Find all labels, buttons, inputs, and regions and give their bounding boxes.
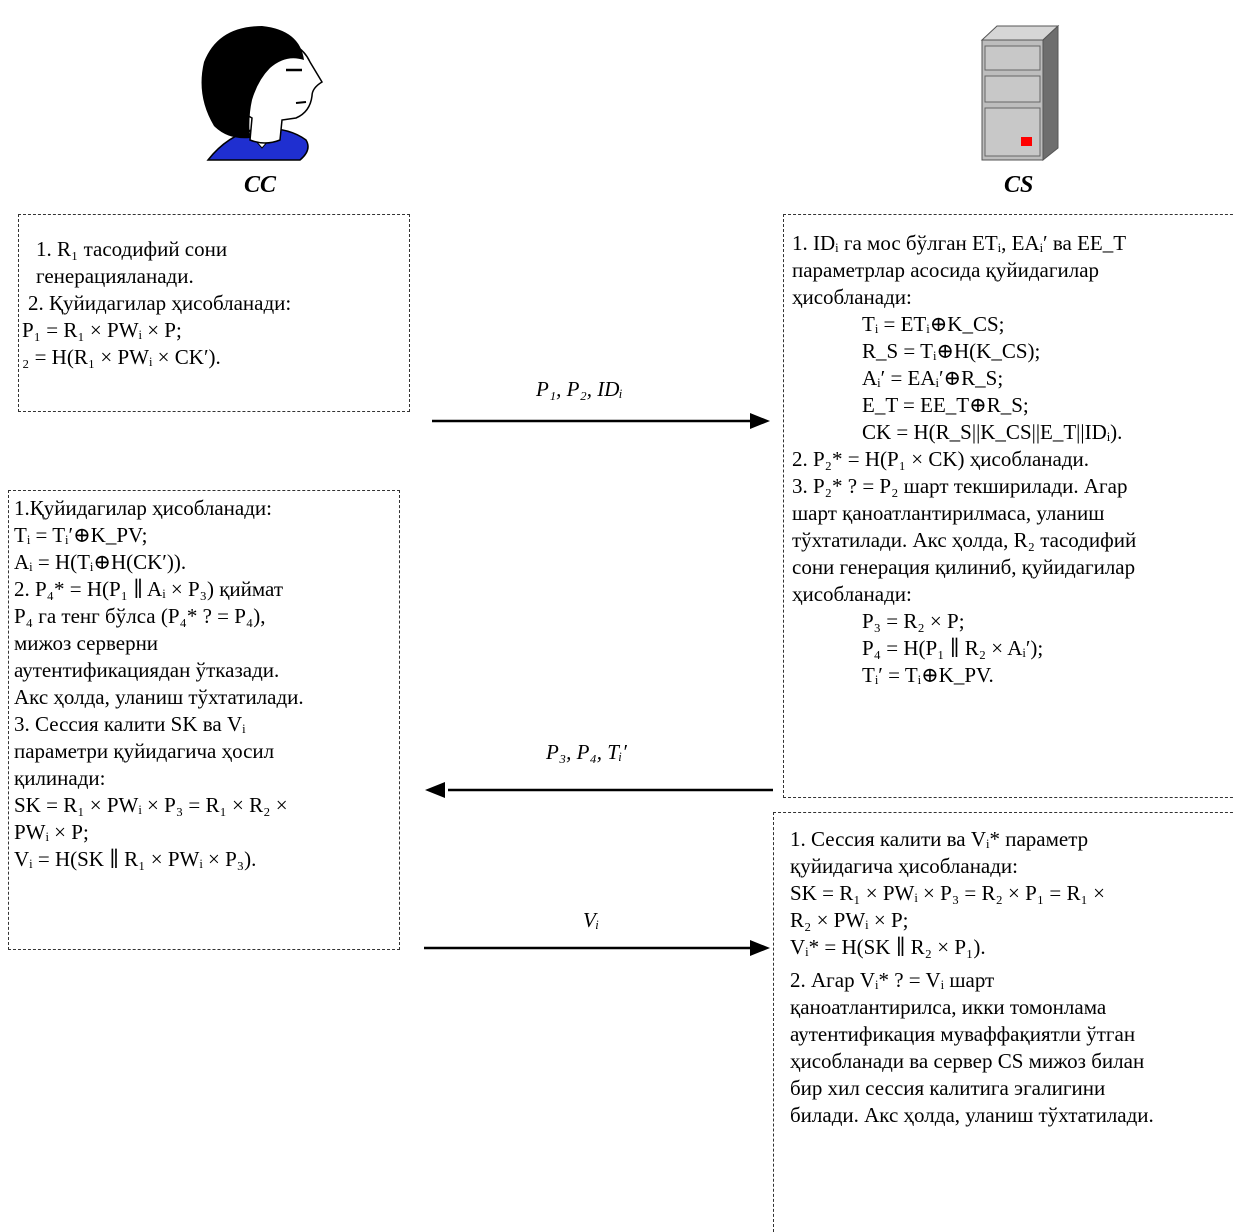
- text-line: 1. IDᵢ га мос бўлган ETᵢ, EAᵢ′ ва EE_T: [792, 231, 1127, 255]
- text-line: қаноатлантирилса, икки томонлама: [790, 995, 1107, 1019]
- text-line: Tᵢ = ETᵢ⊕K_CS;: [862, 312, 1005, 336]
- text-line: Акс ҳолда, уланиш тўхтатилади.: [14, 685, 304, 709]
- text-line: билади. Акс ҳолда, уланиш тўхтатилади.: [790, 1103, 1154, 1127]
- text-line: параметри қуйидагича ҳосил: [14, 739, 275, 763]
- text-line: SK = R₁ × PWᵢ × P₃ = R₁ × R₂ ×: [14, 793, 288, 817]
- client-step1-text: 1. R₁ тасодифий сони генерацияланади. 2.…: [22, 236, 291, 371]
- text-line: 3. Сессия калити SK ва Vᵢ: [14, 712, 246, 736]
- text-line: Vᵢ* = H(SK ∥ R₂ × P₁).: [790, 935, 986, 959]
- text-line: шарт қаноатлантирилмаса, уланиш: [792, 501, 1105, 525]
- text-line: 1. Сессия калити ва Vᵢ* параметр: [790, 827, 1089, 851]
- text-line: 3. P₂* ? = P₂ шарт текширилади. Агар: [792, 474, 1128, 498]
- text-line: ₂ = H(R₁ × PWᵢ × CK′).: [22, 345, 221, 369]
- text-line: генерацияланади.: [36, 264, 194, 288]
- client-label: CC: [244, 172, 277, 198]
- text-line: тўхтатилади. Акс ҳолда, R₂ тасодифий: [792, 528, 1137, 552]
- text-line: ҳисобланади:: [792, 285, 912, 309]
- arrowhead-right-2: [750, 940, 770, 956]
- text-line: P₁ = R₁ × PWᵢ × P;: [22, 318, 182, 342]
- text-line: қилинади:: [14, 766, 106, 790]
- text-line: Tᵢ = Tᵢ′⊕K_PV;: [14, 523, 148, 547]
- text-line: мижоз серверни: [14, 631, 159, 655]
- text-line: ҳисобланади:: [792, 582, 912, 606]
- text-line: P₃ = R₂ × P;: [862, 609, 965, 633]
- text-line: SK = R₁ × PWᵢ × P₃ = R₂ × P₁ = R₁ ×: [790, 881, 1105, 905]
- client-step2-text: 1.Қуйидагилар ҳисобланади: Tᵢ = Tᵢ′⊕K_PV…: [14, 495, 394, 873]
- text-line: ҳисобланади ва сервер CS мижоз билан: [790, 1049, 1145, 1073]
- text-line: параметрлар асосида қуйидагилар: [792, 258, 1100, 282]
- server-label: CS: [1004, 172, 1034, 198]
- server-step1-text: 1. IDᵢ га мос бўлган ETᵢ, EAᵢ′ ва EE_T п…: [792, 230, 1136, 689]
- message-1-label: P₁, P₂, IDᵢ: [536, 377, 623, 401]
- client-step1-box: [18, 214, 410, 412]
- text-line: бир хил сессия калитига эгалигини: [790, 1076, 1106, 1100]
- text-line: 1.Қуйидагилар ҳисобланади:: [14, 496, 272, 520]
- server-step2-box: [773, 812, 1234, 1232]
- text-line: E_T = EE_T⊕R_S;: [862, 393, 1029, 417]
- text-line: CK = H(R_S||K_CS||E_T||IDᵢ).: [862, 420, 1123, 444]
- arrowhead-left: [425, 782, 445, 798]
- text-line: 1. R₁ тасодифий сони: [36, 237, 228, 261]
- text-line: P₄ = H(P₁ ∥ R₂ × Aᵢ′);: [862, 636, 1044, 660]
- text-line: Vᵢ = H(SK ∥ R₁ × PWᵢ × P₃).: [14, 847, 257, 871]
- text-line: қуйидагича ҳисобланади:: [790, 854, 1019, 878]
- text-line: P₄ га тенг бўлса (P₄* ? = P₄),: [14, 604, 266, 628]
- text-line: R₂ × PWᵢ × P;: [790, 908, 909, 932]
- text-line: Aᵢ = H(Tᵢ⊕H(CK′)).: [14, 550, 187, 574]
- text-line: 2. P₄* = H(P₁ ∥ Aᵢ × P₃) қиймат: [14, 577, 284, 601]
- text-line: аутентификация муваффақиятли ўтган: [790, 1022, 1136, 1046]
- arrowhead-right-1: [750, 413, 770, 429]
- text-line: Aᵢ′ = EAᵢ′⊕R_S;: [862, 366, 1004, 390]
- text-line: 2. Қуйидагилар ҳисобланади:: [28, 291, 292, 315]
- text-line: 2. Агар Vᵢ* ? = Vᵢ шарт: [790, 968, 995, 992]
- server-step1-box: [783, 214, 1234, 798]
- text-line: PWᵢ × P;: [14, 820, 89, 844]
- client-step2-box: [8, 490, 400, 950]
- text-line: аутентификациядан ўтказади.: [14, 658, 280, 682]
- server-step2-text: 1. Сессия калити ва Vᵢ* параметр қуйидаг…: [790, 826, 1226, 1129]
- message-3-label: Vᵢ: [583, 908, 600, 932]
- text-line: 2. P₂* = H(P₁ × CK) ҳисобланади.: [792, 447, 1090, 471]
- text-line: Tᵢ′ = Tᵢ⊕K_PV.: [862, 663, 994, 687]
- text-line: сони генерация қилиниб, қуйидагилар: [792, 555, 1136, 579]
- text-line: R_S = Tᵢ⊕H(K_CS);: [862, 339, 1041, 363]
- message-2-label: P₃, P₄, Tᵢ′: [546, 740, 627, 764]
